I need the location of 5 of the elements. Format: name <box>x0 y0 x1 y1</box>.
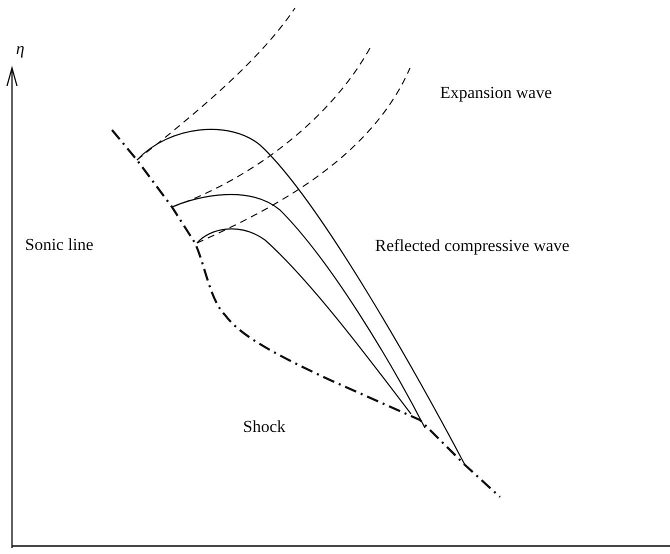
annotation-label: Shock <box>243 418 286 435</box>
annotation-label: Expansion wave <box>440 84 552 101</box>
annotation-label: Sonic line <box>25 236 94 253</box>
axis-label: η <box>16 40 24 57</box>
annotation-label: Reflected compressive wave <box>375 237 570 254</box>
